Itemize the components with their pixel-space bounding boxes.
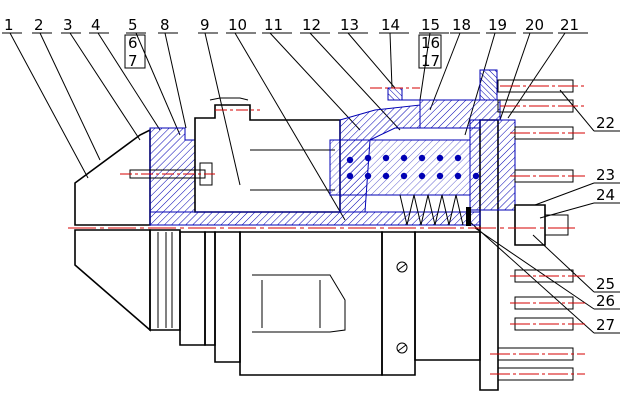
label-1: 1	[4, 16, 14, 34]
label-23: 23	[596, 166, 615, 184]
label-3: 3	[63, 16, 73, 34]
lower-housing	[414, 231, 481, 361]
label-14: 14	[381, 16, 400, 34]
lower-ring-1	[179, 231, 206, 346]
centerlines	[68, 85, 585, 375]
label-7: 7	[128, 52, 138, 70]
label-13: 13	[340, 16, 359, 34]
label-15: 15	[421, 16, 440, 34]
lower-plate	[381, 231, 416, 376]
label-6: 6	[128, 34, 138, 52]
label-5: 5	[128, 16, 138, 34]
lower-flange	[149, 229, 181, 331]
lower-block	[214, 231, 241, 363]
label-25: 25	[596, 275, 615, 293]
label-24: 24	[596, 186, 615, 204]
label-4: 4	[91, 16, 101, 34]
part-labels-top: 1 2 3 4 5 6 7 8 9 10 11 12 13 14 15 16 1…	[4, 16, 579, 70]
screw-head-2	[396, 342, 408, 354]
label-10: 10	[228, 16, 247, 34]
upper-housing	[194, 104, 341, 213]
seal-disk	[466, 207, 471, 226]
label-17: 17	[421, 52, 440, 70]
label-9: 9	[200, 16, 210, 34]
label-12: 12	[302, 16, 321, 34]
right-fastener	[514, 204, 546, 246]
right-cap	[469, 119, 516, 211]
label-underlines	[2, 32, 620, 334]
label-16: 16	[421, 34, 440, 52]
lower-sleeve	[239, 231, 383, 376]
cone-lower	[74, 229, 151, 332]
label-22: 22	[596, 114, 615, 132]
label-18: 18	[452, 16, 471, 34]
label-27: 27	[596, 316, 615, 334]
label-21: 21	[560, 16, 579, 34]
label-20: 20	[525, 16, 544, 34]
label-26: 26	[596, 292, 615, 310]
inner-shaft	[149, 211, 481, 226]
lower-ring-2	[204, 231, 216, 346]
label-2: 2	[34, 16, 44, 34]
label-11: 11	[264, 16, 283, 34]
front-bolt	[129, 169, 206, 179]
compression-spring	[399, 194, 464, 226]
bolt-block	[479, 69, 498, 101]
label-8: 8	[160, 16, 170, 34]
spring-body	[329, 139, 471, 196]
screw-head-1	[396, 261, 408, 273]
assembly-body	[74, 69, 574, 391]
top-nipple	[387, 87, 403, 101]
leader-lines	[9, 32, 595, 334]
spring-coils	[346, 154, 480, 180]
label-19: 19	[488, 16, 507, 34]
part-labels-right: 22 23 24 25 26 27	[596, 114, 615, 334]
